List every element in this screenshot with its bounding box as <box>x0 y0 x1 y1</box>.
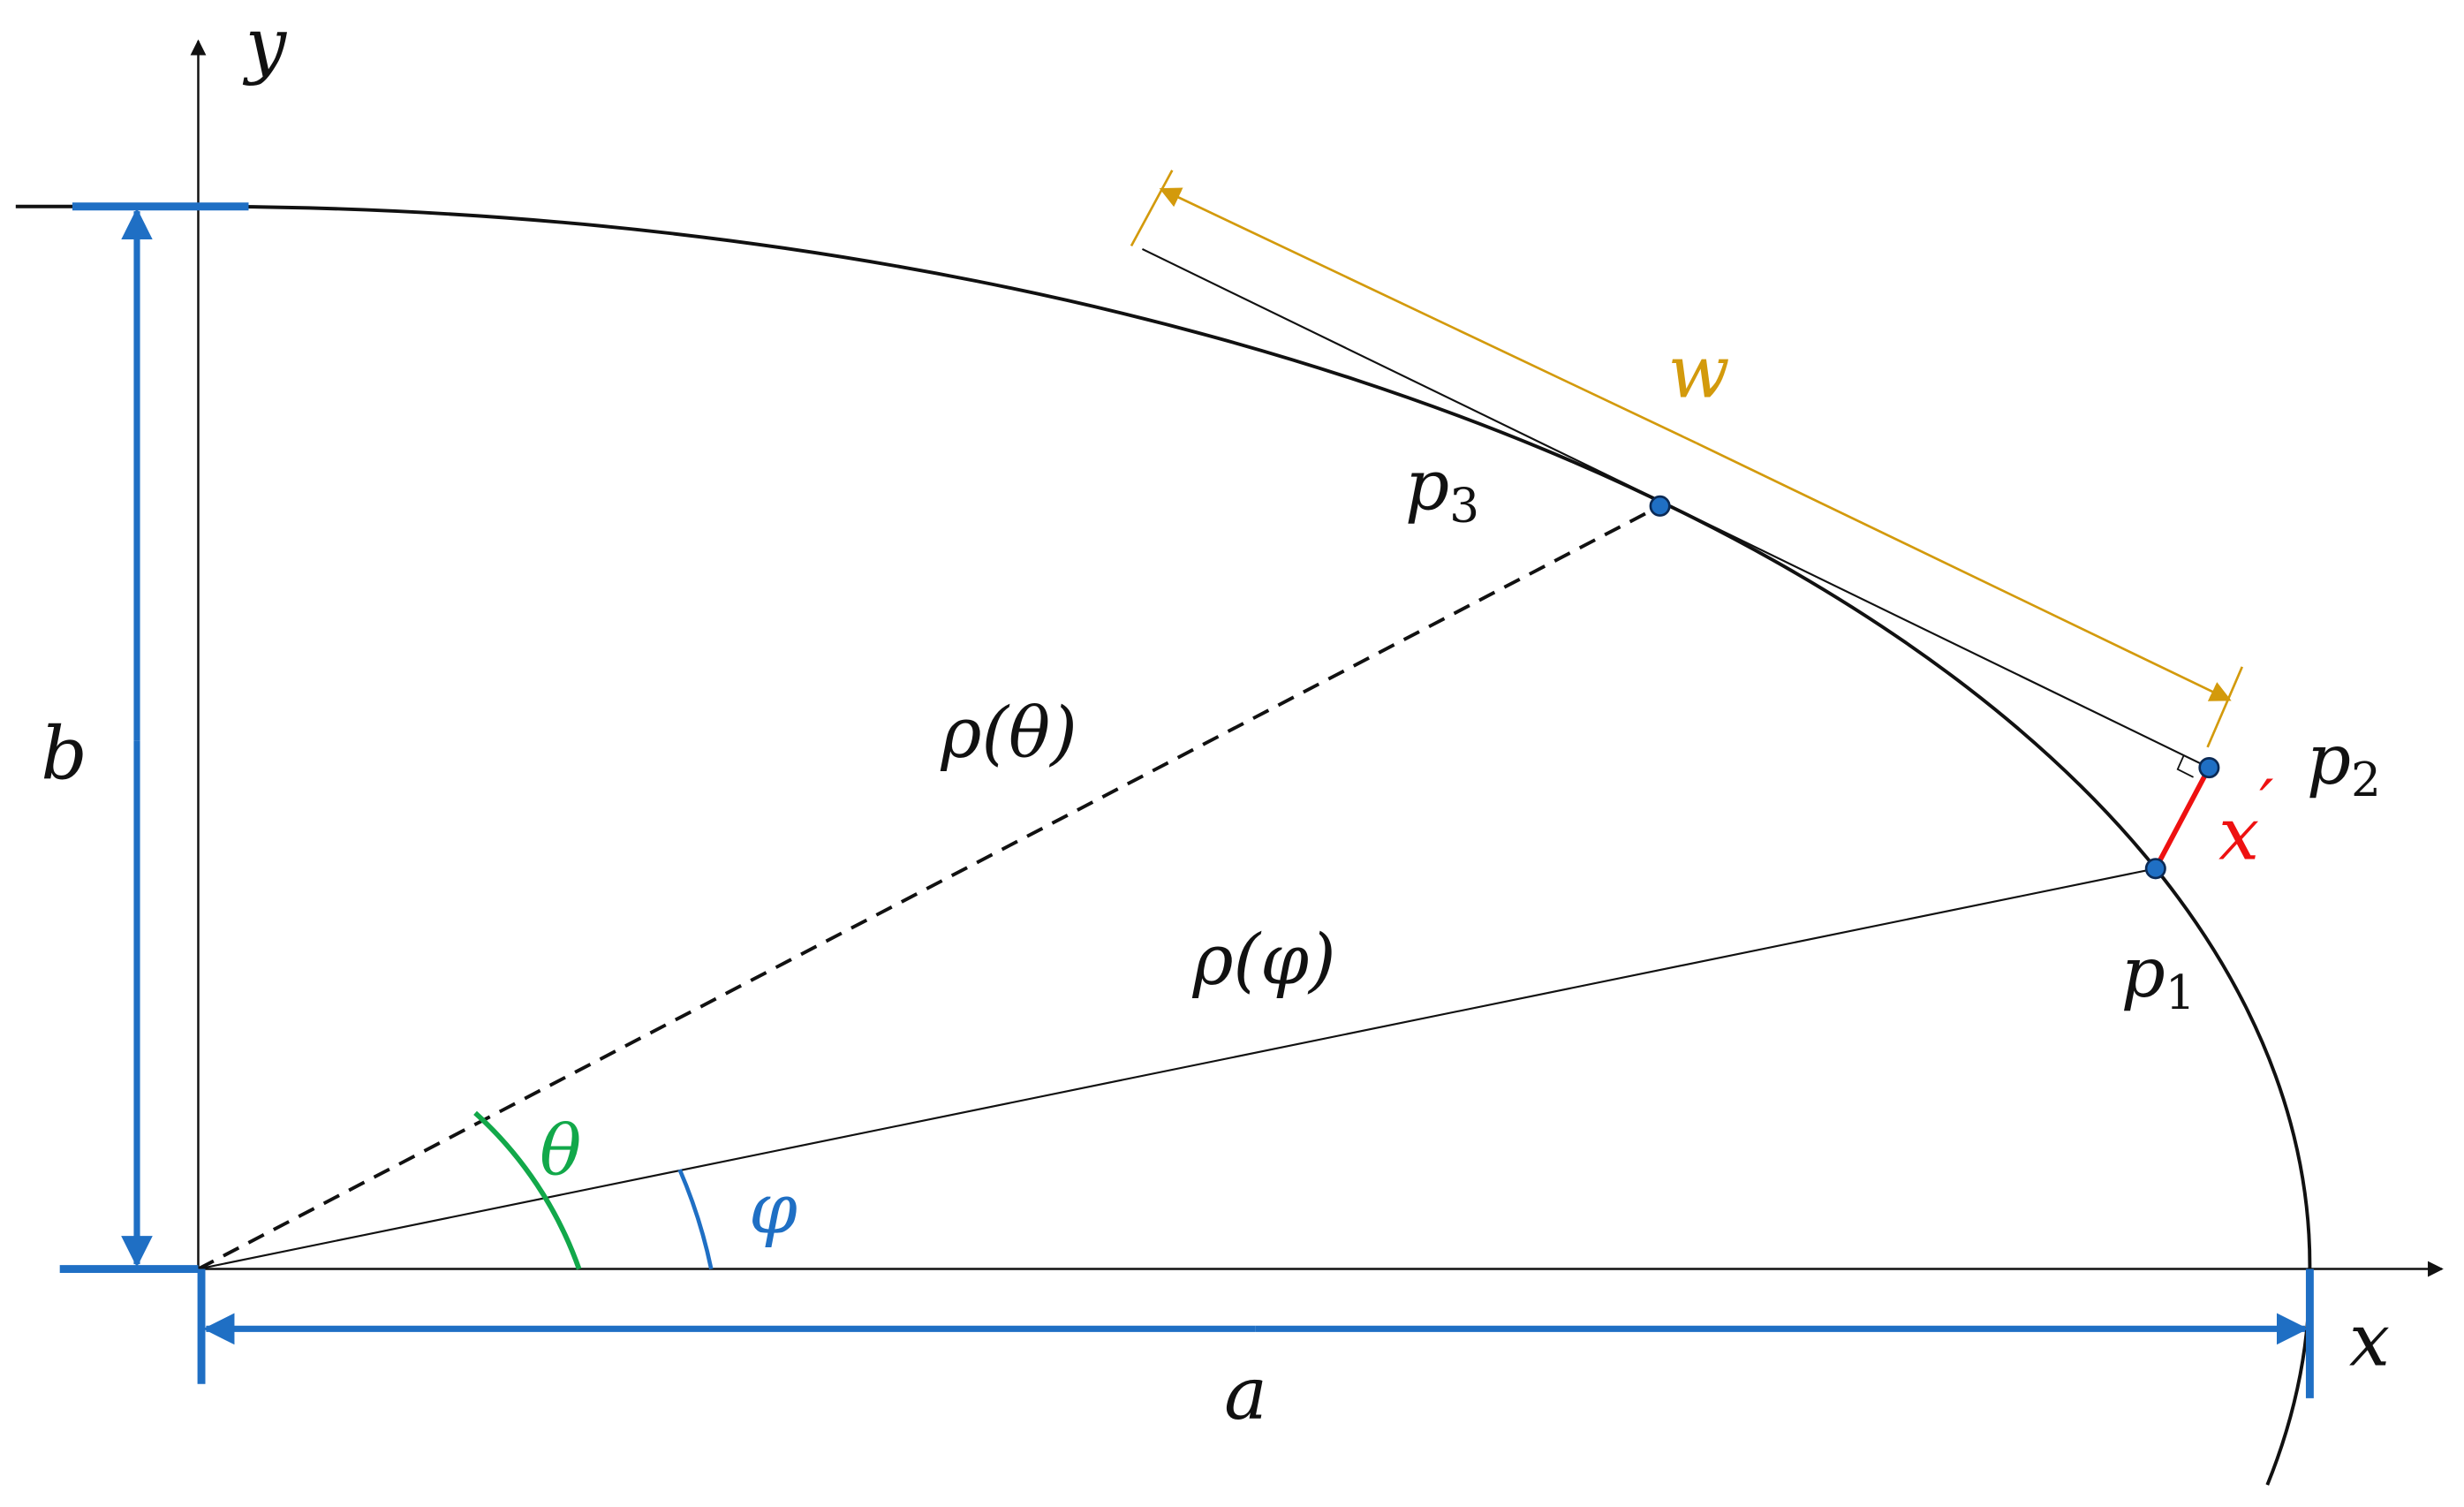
theta-angle-arc <box>473 1110 582 1270</box>
a-label: a <box>1224 1352 1267 1436</box>
radius-rho-phi <box>198 867 2157 1270</box>
x-axis-label: x <box>2349 1299 2390 1382</box>
b-label: b <box>41 712 87 796</box>
theta-label: θ <box>540 1109 581 1191</box>
point-p3 <box>1649 495 1671 517</box>
p2-label: p2 <box>2307 719 2381 807</box>
x-prime-label: x′ <box>2218 766 2273 876</box>
phi-label: φ <box>749 1168 797 1249</box>
w-dimension-arrow-left <box>1159 187 1697 444</box>
w-extension-right <box>2206 666 2244 748</box>
x-prime-segment <box>2153 766 2211 870</box>
point-p1 <box>2144 858 2166 880</box>
w-label: w <box>1668 331 1730 415</box>
rho-theta-label: ρ(θ) <box>940 693 1077 774</box>
phi-angle-arc <box>677 1169 714 1270</box>
w-dimension-arrow-right <box>1695 442 2232 701</box>
rho-phi-label: ρ(φ) <box>1191 919 1335 1000</box>
point-p2 <box>2198 757 2220 779</box>
tangent-line <box>1141 247 2210 769</box>
y-axis-label: y <box>242 3 288 87</box>
right-angle-marker <box>2176 754 2194 778</box>
w-extension-left <box>1130 170 1174 247</box>
ellipse-arc <box>15 204 2312 1486</box>
radius-rho-theta-dashed <box>197 504 1661 1271</box>
p3-label: p3 <box>1405 444 1479 533</box>
p1-label: p1 <box>2121 932 2196 1020</box>
